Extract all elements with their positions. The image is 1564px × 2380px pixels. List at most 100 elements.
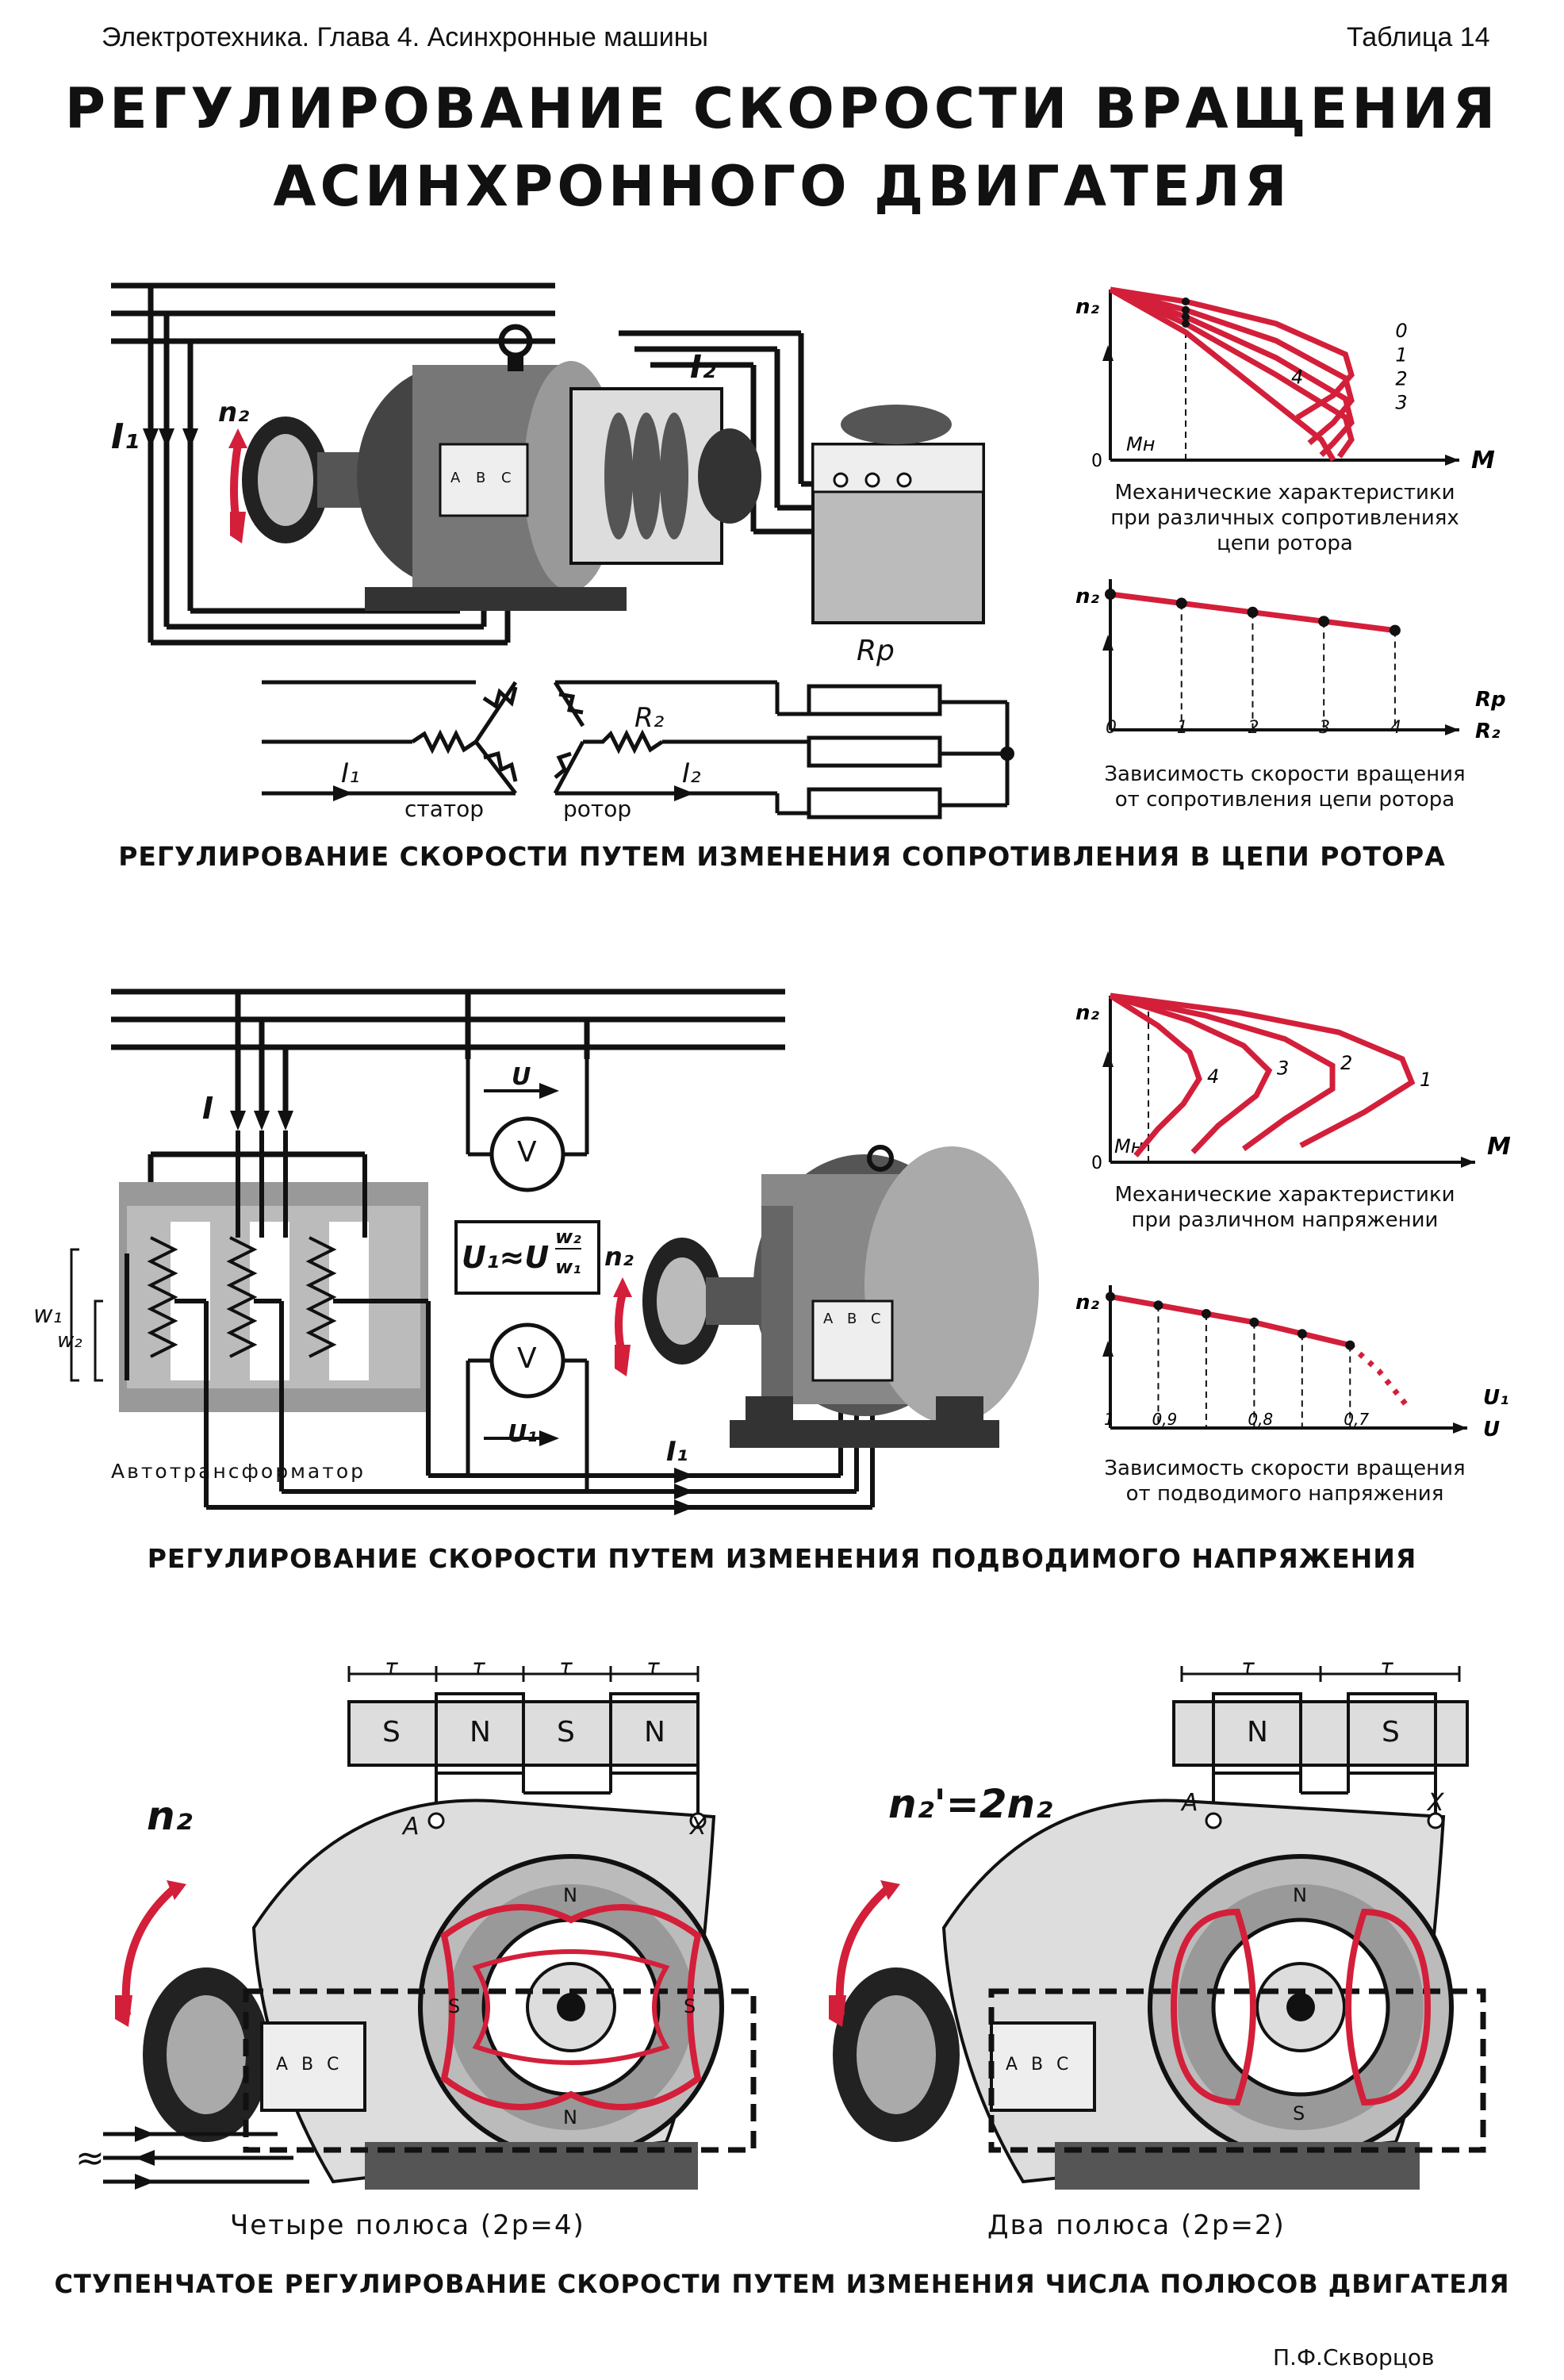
label-U1: U₁ bbox=[508, 1420, 538, 1448]
supply-arrows-2 bbox=[230, 1111, 293, 1130]
caption-voltage-mech: Механические характеристики при различно… bbox=[1071, 1182, 1499, 1233]
left-pole-2: N bbox=[470, 1716, 491, 1749]
left-supply-symbol: ≈ bbox=[75, 2138, 105, 2178]
rated-torque-label: Mн bbox=[1126, 433, 1155, 455]
x-tick-label: 1 bbox=[1104, 1410, 1114, 1429]
right-terminal-A: A bbox=[1182, 1789, 1198, 1817]
left-rotor-pole-N-top: N bbox=[563, 1884, 577, 1906]
header-subject: Электротехника. Глава 4. Асинхронные маш… bbox=[102, 22, 708, 52]
right-rotor-pole-N: N bbox=[1293, 1884, 1307, 1906]
y-axis-label: n₂ bbox=[1075, 295, 1100, 319]
right-caption: Два полюса (2p=2) bbox=[987, 2209, 1286, 2241]
series-label: 2 bbox=[1340, 1052, 1352, 1074]
x-tick-label: 2 bbox=[1248, 718, 1259, 738]
series-label: 4 bbox=[1207, 1065, 1219, 1088]
caption-rotor-mech: Механические характеристики при различны… bbox=[1071, 480, 1499, 556]
left-tau-3: τ bbox=[559, 1654, 573, 1680]
terminal-B-2: B bbox=[847, 1311, 857, 1327]
label-R2: R₂ bbox=[634, 702, 665, 734]
x-tick-label: 1 bbox=[1177, 718, 1188, 738]
left-terminal-box-A: A bbox=[276, 2055, 289, 2075]
x-tick-label: 0,7 bbox=[1344, 1410, 1369, 1429]
right-motor bbox=[829, 1798, 1486, 2190]
y-axis-arrow bbox=[1102, 1051, 1114, 1067]
x-axis-arrow bbox=[1461, 1157, 1475, 1168]
series-line bbox=[1109, 992, 1273, 1154]
x-axis-arrow bbox=[1453, 1422, 1467, 1434]
data-point bbox=[1247, 606, 1259, 618]
speed-arrow-red bbox=[228, 428, 247, 543]
formula-denominator: w₁ bbox=[555, 1256, 581, 1278]
series-label: 0 bbox=[1395, 320, 1407, 342]
page-title-line1: РЕГУЛИРОВАНИЕ СКОРОСТИ ВРАЩЕНИЯ bbox=[64, 76, 1500, 141]
terminal-C-2: C bbox=[871, 1311, 881, 1327]
terminal-B: B bbox=[476, 470, 486, 486]
right-terminal-box-C: C bbox=[1056, 2055, 1069, 2075]
squirrel-cage-motor bbox=[642, 1145, 1039, 1448]
current-arrows-2 bbox=[674, 1468, 694, 1515]
voltmeter-top bbox=[466, 1059, 589, 1192]
x-axis-label: M bbox=[1487, 1133, 1511, 1161]
y-axis-arrow bbox=[1102, 635, 1114, 651]
speed-arrow-red-2 bbox=[613, 1277, 632, 1376]
terminal-A: A bbox=[450, 470, 461, 486]
series-tail bbox=[1347, 1342, 1410, 1409]
supply-lines-2 bbox=[111, 988, 785, 1238]
caption-voltage-speed: Зависимость скорости вращения от подводи… bbox=[1071, 1456, 1499, 1507]
left-pole-1: S bbox=[382, 1716, 401, 1749]
current-arrow-i2 bbox=[674, 785, 694, 801]
voltmeter-bottom bbox=[466, 1322, 589, 1491]
x-axis-label-den: U bbox=[1483, 1418, 1500, 1441]
formula-numerator: w₂ bbox=[555, 1226, 581, 1250]
y-axis-label: n₂ bbox=[1075, 585, 1100, 608]
voltmeter-top-label: V bbox=[517, 1136, 537, 1169]
data-point bbox=[1345, 1340, 1355, 1350]
right-terminal-X: X bbox=[1428, 1789, 1444, 1817]
author: П.Ф.Скворцов bbox=[1273, 2344, 1435, 2370]
data-point bbox=[1175, 597, 1187, 609]
label-I1-schematic: I₁ bbox=[341, 758, 360, 789]
y-axis-label: n₂ bbox=[1075, 1001, 1100, 1025]
operating-point bbox=[1182, 298, 1190, 306]
x-tick-label: 0 bbox=[1106, 718, 1117, 738]
operating-point bbox=[1182, 305, 1190, 314]
x-axis-label-num: U₁ bbox=[1483, 1386, 1509, 1410]
x-tick-label: 0,8 bbox=[1248, 1410, 1273, 1429]
label-I1: I₁ bbox=[111, 416, 140, 457]
caption-line: при различном напряжении bbox=[1131, 1208, 1439, 1232]
caption-line: Механические характеристики bbox=[1114, 1183, 1455, 1207]
left-terminal-X: X bbox=[690, 1813, 707, 1841]
origin-label: 0 bbox=[1091, 1154, 1102, 1173]
label-Rp: Rр bbox=[857, 635, 895, 667]
caption-line: Механические характеристики bbox=[1114, 481, 1455, 505]
caption-line: Зависимость скорости вращения bbox=[1104, 762, 1466, 786]
left-pole-4: N bbox=[644, 1716, 665, 1749]
series-label: 1 bbox=[1420, 1069, 1432, 1091]
left-terminal-A: A bbox=[403, 1813, 420, 1841]
data-point bbox=[1249, 1317, 1259, 1327]
label-I: I bbox=[202, 1091, 214, 1126]
y-axis-arrow bbox=[1102, 345, 1114, 361]
left-pole-3: S bbox=[557, 1716, 575, 1749]
left-pole-strip bbox=[347, 1666, 700, 1817]
right-speed: n₂'=2n₂ bbox=[888, 1781, 1052, 1827]
left-terminal-box-C: C bbox=[327, 2055, 339, 2075]
label-stator: статор bbox=[404, 796, 485, 822]
data-point bbox=[1389, 624, 1401, 636]
starting-rheostat bbox=[811, 405, 985, 624]
data-point bbox=[1106, 1292, 1115, 1302]
right-pole-strip bbox=[1172, 1666, 1469, 1817]
caption-rotor-speed: Зависимость скорости вращения от сопроти… bbox=[1071, 762, 1499, 812]
x-axis-arrow bbox=[1445, 455, 1459, 466]
right-tau-2: τ bbox=[1380, 1654, 1393, 1680]
right-rotor-pole-S: S bbox=[1293, 2102, 1305, 2125]
series-label: 4 bbox=[1291, 366, 1303, 388]
supply-arrows bbox=[143, 428, 198, 448]
operating-point bbox=[1182, 313, 1190, 321]
caption-line: от подводимого напряжения bbox=[1125, 1482, 1444, 1506]
header-table-number: Таблица 14 bbox=[1347, 22, 1490, 52]
